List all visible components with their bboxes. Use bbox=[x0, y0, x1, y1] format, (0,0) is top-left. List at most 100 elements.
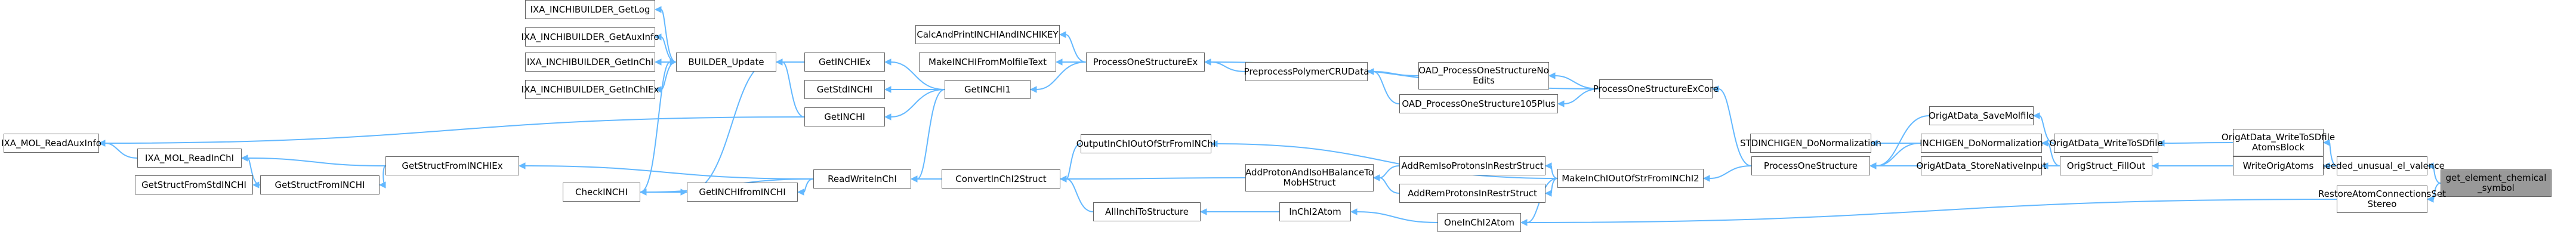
edge-32 bbox=[104, 116, 805, 144]
edge-arrowhead-37 bbox=[1544, 190, 1552, 197]
node-ixa-readaux[interactable]: IXA_MOL_ReadAuxInfo bbox=[1, 134, 101, 153]
node-inchigen-donorm[interactable]: INCHIGEN_DoNormalization bbox=[1920, 134, 2043, 153]
edge-55 bbox=[686, 61, 771, 193]
edge-arrowhead-8 bbox=[2041, 162, 2049, 169]
node-restore[interactable]: RestoreAtomConnectionsSet Stereo bbox=[2318, 186, 2446, 213]
node-ixa-getinchi[interactable]: IXA_INCHIBUILDER_GetInChI bbox=[525, 52, 655, 72]
node-getinchi1[interactable]: GetINCHI1 bbox=[945, 80, 1031, 99]
edge-arrowhead-0 bbox=[2426, 162, 2434, 169]
edge-arrowhead-33 bbox=[98, 140, 106, 147]
node-getstructfrominchi[interactable]: GetStructFromINCHI bbox=[260, 175, 380, 194]
node-convert[interactable]: ConvertInChI2Struct bbox=[942, 169, 1060, 189]
edge-arrowhead-22 bbox=[1029, 86, 1037, 93]
node-ixa-getinchiex[interactable]: IXA_INCHIBUILDER_GetInChIEx bbox=[522, 80, 659, 99]
node-stdinchigen[interactable]: STDINCHIGEN_DoNormalization bbox=[1740, 134, 1881, 153]
node-origstruct-fill[interactable]: OrigStruct_FillOut bbox=[2060, 156, 2152, 175]
node-getstdinchi[interactable]: GetStdINCHI bbox=[804, 80, 885, 99]
edge-arrowhead-48 bbox=[910, 175, 918, 183]
node-preprocess[interactable]: PreprocessPolymerCRUData bbox=[1244, 62, 1369, 81]
edge-arrowhead-40 bbox=[1372, 174, 1380, 181]
edge-arrowhead-6 bbox=[2032, 112, 2040, 119]
edge-46 bbox=[1066, 178, 1094, 212]
node-inchi2atom[interactable]: InChI2Atom bbox=[1279, 202, 1351, 221]
node-addremprot[interactable]: AddRemProtonsInRestrStruct bbox=[1399, 184, 1545, 203]
edge-33 bbox=[104, 143, 138, 159]
edge-arrowhead-56 bbox=[378, 181, 386, 189]
edge-10 bbox=[1875, 143, 1921, 166]
edge-arrowhead-24 bbox=[884, 86, 891, 93]
node-ixa-getaux[interactable]: IXA_INCHIBUILDER_GetAuxInfo bbox=[521, 27, 659, 47]
edge-arrowhead-3 bbox=[2322, 162, 2330, 169]
edge-6 bbox=[2039, 115, 2054, 144]
edge-18 bbox=[1373, 71, 1400, 104]
edge-25 bbox=[890, 89, 945, 118]
node-needed[interactable]: needed_unusual_el_valence bbox=[2319, 156, 2445, 175]
edge-arrowhead-19 bbox=[1204, 58, 1211, 66]
edge-34 bbox=[1709, 165, 1752, 179]
edge-51 bbox=[525, 165, 814, 180]
edge-57 bbox=[247, 157, 386, 166]
edge-arrowhead-46 bbox=[1059, 175, 1067, 183]
edge-9 bbox=[1875, 115, 1930, 166]
node-posex[interactable]: ProcessOneStructureEx bbox=[1086, 52, 1205, 72]
node-origat-store[interactable]: OrigAtData_StoreNativeInput bbox=[1917, 156, 2046, 175]
edge-59 bbox=[247, 157, 261, 186]
node-addremiso[interactable]: AddRemIsoProtonsInRestrStruct bbox=[1399, 156, 1545, 175]
edge-arrowhead-1 bbox=[2426, 196, 2434, 203]
edge-arrowhead-38 bbox=[1520, 219, 1528, 226]
node-getinchifrominchi[interactable]: GetINCHIfromINCHI bbox=[687, 183, 798, 202]
node-oneinchi2atom[interactable]: OneInChI2Atom bbox=[1437, 213, 1521, 232]
node-getinchi[interactable]: GetINCHI bbox=[804, 107, 885, 126]
edge-arrowhead-36 bbox=[1544, 162, 1552, 169]
node-checkinchi[interactable]: CheckINCHI bbox=[563, 183, 640, 202]
edge-23 bbox=[890, 61, 945, 90]
edge-arrowhead-4 bbox=[2157, 140, 2165, 147]
node-ixa-readinchi[interactable]: IXA_MOL_ReadInChI bbox=[137, 149, 242, 168]
edge-17 bbox=[1373, 71, 1419, 76]
node-posex-core[interactable]: ProcessOneStructureExCore bbox=[1593, 79, 1719, 98]
edge-arrowhead-7 bbox=[2041, 140, 2049, 147]
edge-arrowhead-27 bbox=[775, 58, 783, 66]
node-outputinchi[interactable]: OutputInChIOutOfStrFromINChI bbox=[1076, 134, 1215, 153]
edge-arrowhead-2 bbox=[2322, 139, 2330, 146]
edge-arrowhead-51 bbox=[518, 162, 526, 169]
edge-54 bbox=[640, 61, 671, 193]
node-makeinchioutof[interactable]: MakeInChIOutOfStrFromINChI2 bbox=[1557, 169, 1704, 188]
node-origat-write[interactable]: OrigAtData_WriteToSDfile AtomsBlock bbox=[2222, 129, 2335, 156]
edge-20 bbox=[1065, 34, 1087, 63]
edge-arrowhead-45 bbox=[1199, 208, 1207, 215]
edge-arrowhead-44 bbox=[1350, 208, 1358, 215]
edge-44 bbox=[1356, 211, 1438, 223]
edge-arrowhead-31 bbox=[654, 86, 662, 93]
edge-arrowhead-12 bbox=[1870, 140, 1878, 147]
edge-48 bbox=[917, 89, 945, 180]
edge-arrowhead-13 bbox=[1711, 85, 1719, 92]
edge-31 bbox=[661, 61, 677, 90]
edge-arrowhead-29 bbox=[654, 33, 662, 41]
node-ixa-getlog[interactable]: IXA_INCHIBUILDER_GetLog bbox=[525, 0, 655, 19]
node-builder[interactable]: BUILDER_Update bbox=[676, 52, 776, 72]
node-getinchiex[interactable]: GetINCHIEx bbox=[804, 52, 885, 72]
edge-41 bbox=[1217, 143, 1558, 179]
edge-7 bbox=[2047, 143, 2060, 166]
node-calcprint[interactable]: CalcAndPrintINCHIAndINCHIKEY bbox=[915, 25, 1060, 44]
node-writeorig[interactable]: WriteOrigAtoms bbox=[2233, 156, 2324, 175]
node-origat-wsd[interactable]: OrigAtData_WriteToSDfile bbox=[2049, 134, 2163, 153]
edge-arrowhead-11 bbox=[1869, 162, 1877, 169]
node-getstructfrominchiex[interactable]: GetStructFromINCHIEx bbox=[385, 156, 519, 175]
node-getstructfromstdinchi[interactable]: GetStructFromStdINCHI bbox=[135, 175, 253, 194]
node-oad-105[interactable]: OAD_ProcessOneStructure105Plus bbox=[1399, 94, 1558, 113]
edge-arrowhead-21 bbox=[1055, 58, 1063, 66]
node-origat-save[interactable]: OrigAtData_SaveMolfile bbox=[1929, 106, 2034, 125]
node-readwrite[interactable]: ReadWriteInChI bbox=[813, 169, 911, 189]
node-addprotonhb[interactable]: AddProtonAndIsoHBalanceTo MobHStruct bbox=[1245, 164, 1374, 192]
node-allinchi[interactable]: AllInchiToStructure bbox=[1093, 202, 1201, 221]
edge-arrowhead-30 bbox=[654, 58, 662, 66]
node-pos[interactable]: ProcessOneStructure bbox=[1751, 156, 1870, 175]
edge-arrowhead-25 bbox=[884, 113, 891, 121]
node-makeinchi[interactable]: MakeINCHIFromMolfileText bbox=[919, 52, 1056, 72]
node-root: get_element_chemical _symbol bbox=[2441, 169, 2552, 197]
node-oad-noedits[interactable]: OAD_ProcessOneStructureNo Edits bbox=[1418, 62, 1549, 89]
edge-36 bbox=[1551, 165, 1558, 179]
